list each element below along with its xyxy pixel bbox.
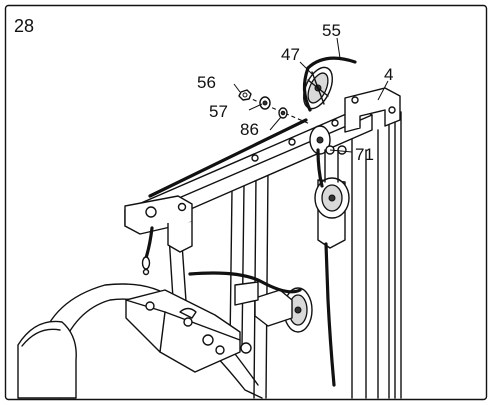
hardware-washer-57	[259, 96, 271, 110]
callout-57: 57	[209, 102, 228, 121]
callout-71: 71	[355, 145, 374, 164]
cable-end-ball	[141, 256, 151, 276]
leader-lines	[233, 37, 389, 153]
hanging-pulley-bracket	[314, 145, 350, 249]
hardware-nut-56	[238, 89, 252, 101]
callout-86: 86	[240, 120, 259, 139]
hardware-bolt-86	[278, 107, 288, 119]
callout-56: 56	[197, 73, 216, 92]
callout-4: 4	[384, 65, 393, 84]
base-bracket	[125, 289, 252, 373]
top-pulley-47	[302, 66, 334, 110]
callout-47: 47	[281, 45, 300, 64]
cables	[144, 56, 357, 387]
diagram-border	[4, 4, 488, 401]
crossbar	[124, 87, 401, 253]
step-number: 28	[14, 16, 34, 36]
vertical-uprights	[351, 111, 402, 399]
bar-pulley	[309, 125, 331, 155]
seat-frame	[17, 283, 263, 399]
lower-pulley	[234, 281, 313, 333]
callout-55: 55	[322, 21, 341, 40]
